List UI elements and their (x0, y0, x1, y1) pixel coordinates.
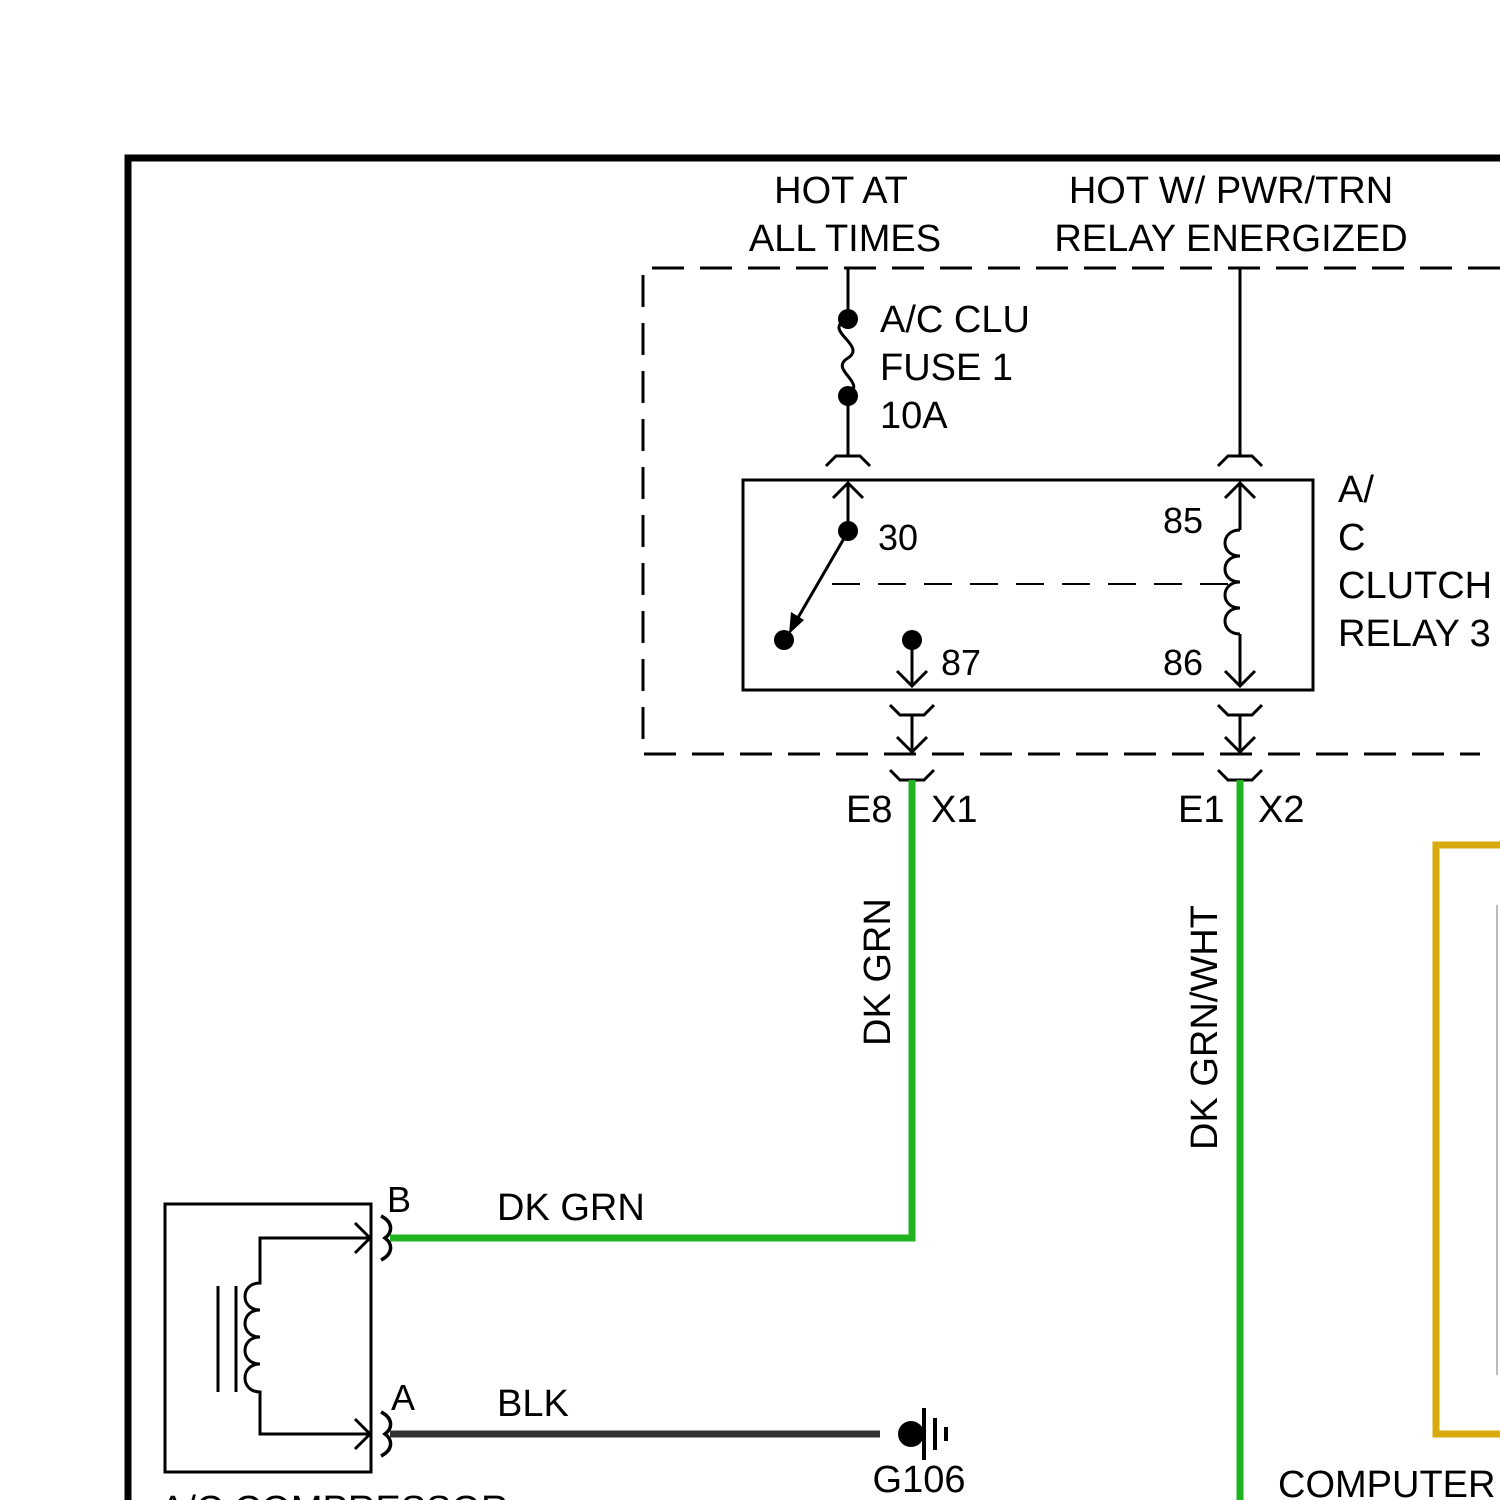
wire-dk-grn-vertical-label: DK GRN (857, 898, 899, 1046)
relay-label-line2: C (1338, 517, 1365, 559)
connector-arrow-87-icon (897, 715, 927, 752)
relay-coil-icon (1225, 530, 1240, 634)
wire-dk-grn-horizontal-label: DK GRN (497, 1187, 645, 1229)
ground-splice-dot (898, 1421, 924, 1447)
hot-pwr-trn-label-line2: RELAY ENERGIZED (1054, 218, 1407, 260)
ground-g106-label: G106 (873, 1459, 966, 1500)
compressor-pin-a-label: A (391, 1377, 415, 1418)
compressor-coil-icon (245, 1238, 370, 1434)
wire-dk-grn (390, 780, 912, 1238)
hot-pwr-trn-label-line1: HOT W/ PWR/TRN (1069, 170, 1393, 212)
computer-module-outline (1436, 845, 1500, 1434)
fuse-label-line2: FUSE 1 (880, 347, 1013, 389)
relay-switch-arm (792, 535, 846, 628)
pin-87-label: 87 (941, 642, 981, 683)
wire-dk-grn-wht-label: DK GRN/WHT (1184, 905, 1226, 1150)
compressor-pin-b-connector-icon (381, 1216, 391, 1260)
connector-icon-86-lower (1218, 770, 1262, 780)
pin-30-label: 30 (878, 517, 918, 558)
fuse-block-outline (643, 268, 1500, 754)
fuse-icon (839, 319, 854, 395)
compressor-pin-b-label: B (387, 1179, 411, 1220)
wire-blk-label: BLK (497, 1383, 569, 1425)
compressor-pin-a-connector-icon (381, 1412, 391, 1456)
relay-label-line4: RELAY 3 (1338, 613, 1491, 655)
connector-icon-fuse (826, 456, 870, 466)
pin-87-arrow-icon (897, 640, 927, 686)
connector-icon-coil-feed (1218, 456, 1262, 466)
pin-86-label: 86 (1163, 642, 1203, 683)
connector-x1-label: X1 (931, 789, 977, 831)
connector-e1-label: E1 (1178, 789, 1224, 831)
hot-at-all-times-label-line2: ALL TIMES (749, 218, 941, 260)
pin-85-label: 85 (1163, 500, 1203, 541)
fuse-label-line3: 10A (880, 395, 948, 437)
connector-e8-label: E8 (846, 789, 892, 831)
pin-85-arrow-icon (1225, 483, 1255, 530)
connector-icon-86-upper (1218, 705, 1262, 715)
connector-x2-label: X2 (1258, 789, 1304, 831)
pin-30-contact (838, 521, 858, 541)
computer-module-label: COMPUTER (1278, 1464, 1495, 1500)
relay-label-line1: A/ (1338, 469, 1374, 511)
connector-icon-87-lower (890, 770, 934, 780)
hot-at-all-times-label-line1: HOT AT (774, 170, 908, 212)
relay-switch-contact (774, 630, 794, 650)
fuse-label-line1: A/C CLU (880, 299, 1030, 341)
connector-arrow-86-icon (1225, 715, 1255, 752)
connector-icon-87-upper (890, 705, 934, 715)
ac-compressor-body (165, 1204, 371, 1472)
relay-label-line3: CLUTCH (1338, 565, 1492, 607)
ac-compressor-label: A/C COMPRESSOR (160, 1489, 508, 1500)
relay-switch-arm-arrow-icon (789, 612, 804, 634)
pin-86-arrow-icon (1225, 634, 1255, 686)
